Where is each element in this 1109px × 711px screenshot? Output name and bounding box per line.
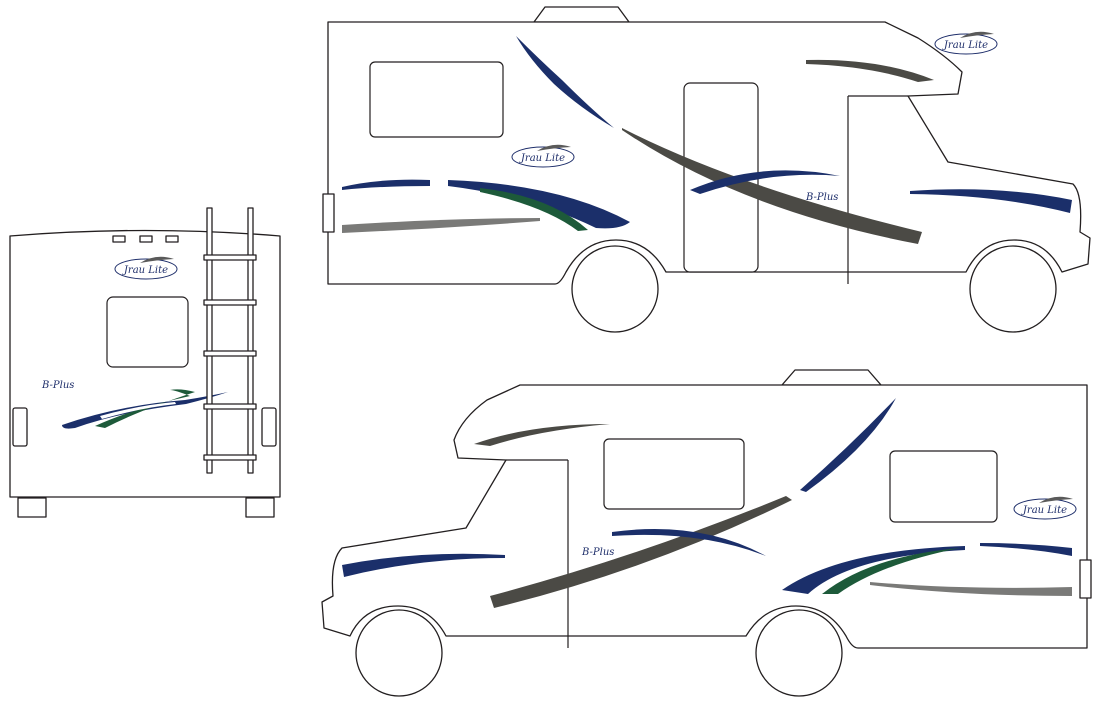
bottom-roof-vent [781,369,882,386]
bottom-front-wheel [355,609,443,697]
bottom-navy-swoosh-upper [800,398,896,492]
top-gray-diagonal [622,128,922,244]
rear-right-bumper [245,497,275,518]
top-side-window [369,61,504,138]
top-green-swoosh [480,188,588,231]
rear-logo-text: Jrau Lite [122,265,168,276]
top-rear-light [322,193,335,233]
bottom-gray-diagonal [490,496,792,608]
rear-marker-light-center [139,235,153,243]
bottom-side-window-rear [889,450,998,523]
top-side-brand-logo: Jrau Lite [511,144,575,168]
rear-tail-light-left [12,407,28,447]
top-rear-wheel [571,245,659,333]
top-side-logo-text: Jrau Lite [519,153,565,164]
bottom-brand-logo: Jrau Lite [1013,496,1077,520]
top-overcab-logo-text: Jrau Lite [942,40,988,51]
top-front-wheel [969,245,1057,333]
bottom-side-window-front [603,438,745,510]
bottom-navy-swoosh-end [980,543,1072,556]
top-navy-swoosh-door [690,170,840,194]
rear-navy-swoosh [62,392,228,429]
top-gray-stripe [342,218,540,233]
top-roof-vent [533,6,630,23]
rear-white-gap [100,402,176,419]
bottom-navy-swoosh-cab [342,553,505,577]
rear-marker-light-left [112,235,126,243]
rear-window [106,296,189,368]
rear-marker-light-right [165,235,179,243]
rear-model-label: B-Plus [41,380,74,391]
top-model-label: B-Plus [805,192,838,203]
rear-tail-light-right [261,407,277,447]
bottom-gray-overcab-swoosh [474,424,610,446]
side-view-right: Jrau Lite Jrau Lite B-Plus [322,6,1091,333]
top-navy-swoosh-cab [910,189,1072,213]
bottom-green-swoosh [822,548,960,594]
top-gray-overcab-swoosh [806,59,934,82]
bottom-rear-wheel [755,609,843,697]
side-view-left: Jrau Lite B-Plus [321,369,1092,697]
bottom-gray-stripe [870,582,1072,596]
rear-ladder [203,207,257,474]
top-overcab-brand-logo: Jrau Lite [934,31,998,55]
bottom-navy-swoosh-middle [612,529,766,556]
bottom-rear-light [1079,559,1092,599]
rear-view: Jrau Lite B-Plus [9,207,281,518]
top-navy-swoosh-rear [342,179,430,190]
rear-left-bumper [17,497,47,518]
bottom-model-label: B-Plus [581,547,614,558]
bottom-logo-text: Jrau Lite [1021,505,1067,516]
rear-brand-logo: Jrau Lite [114,256,178,280]
